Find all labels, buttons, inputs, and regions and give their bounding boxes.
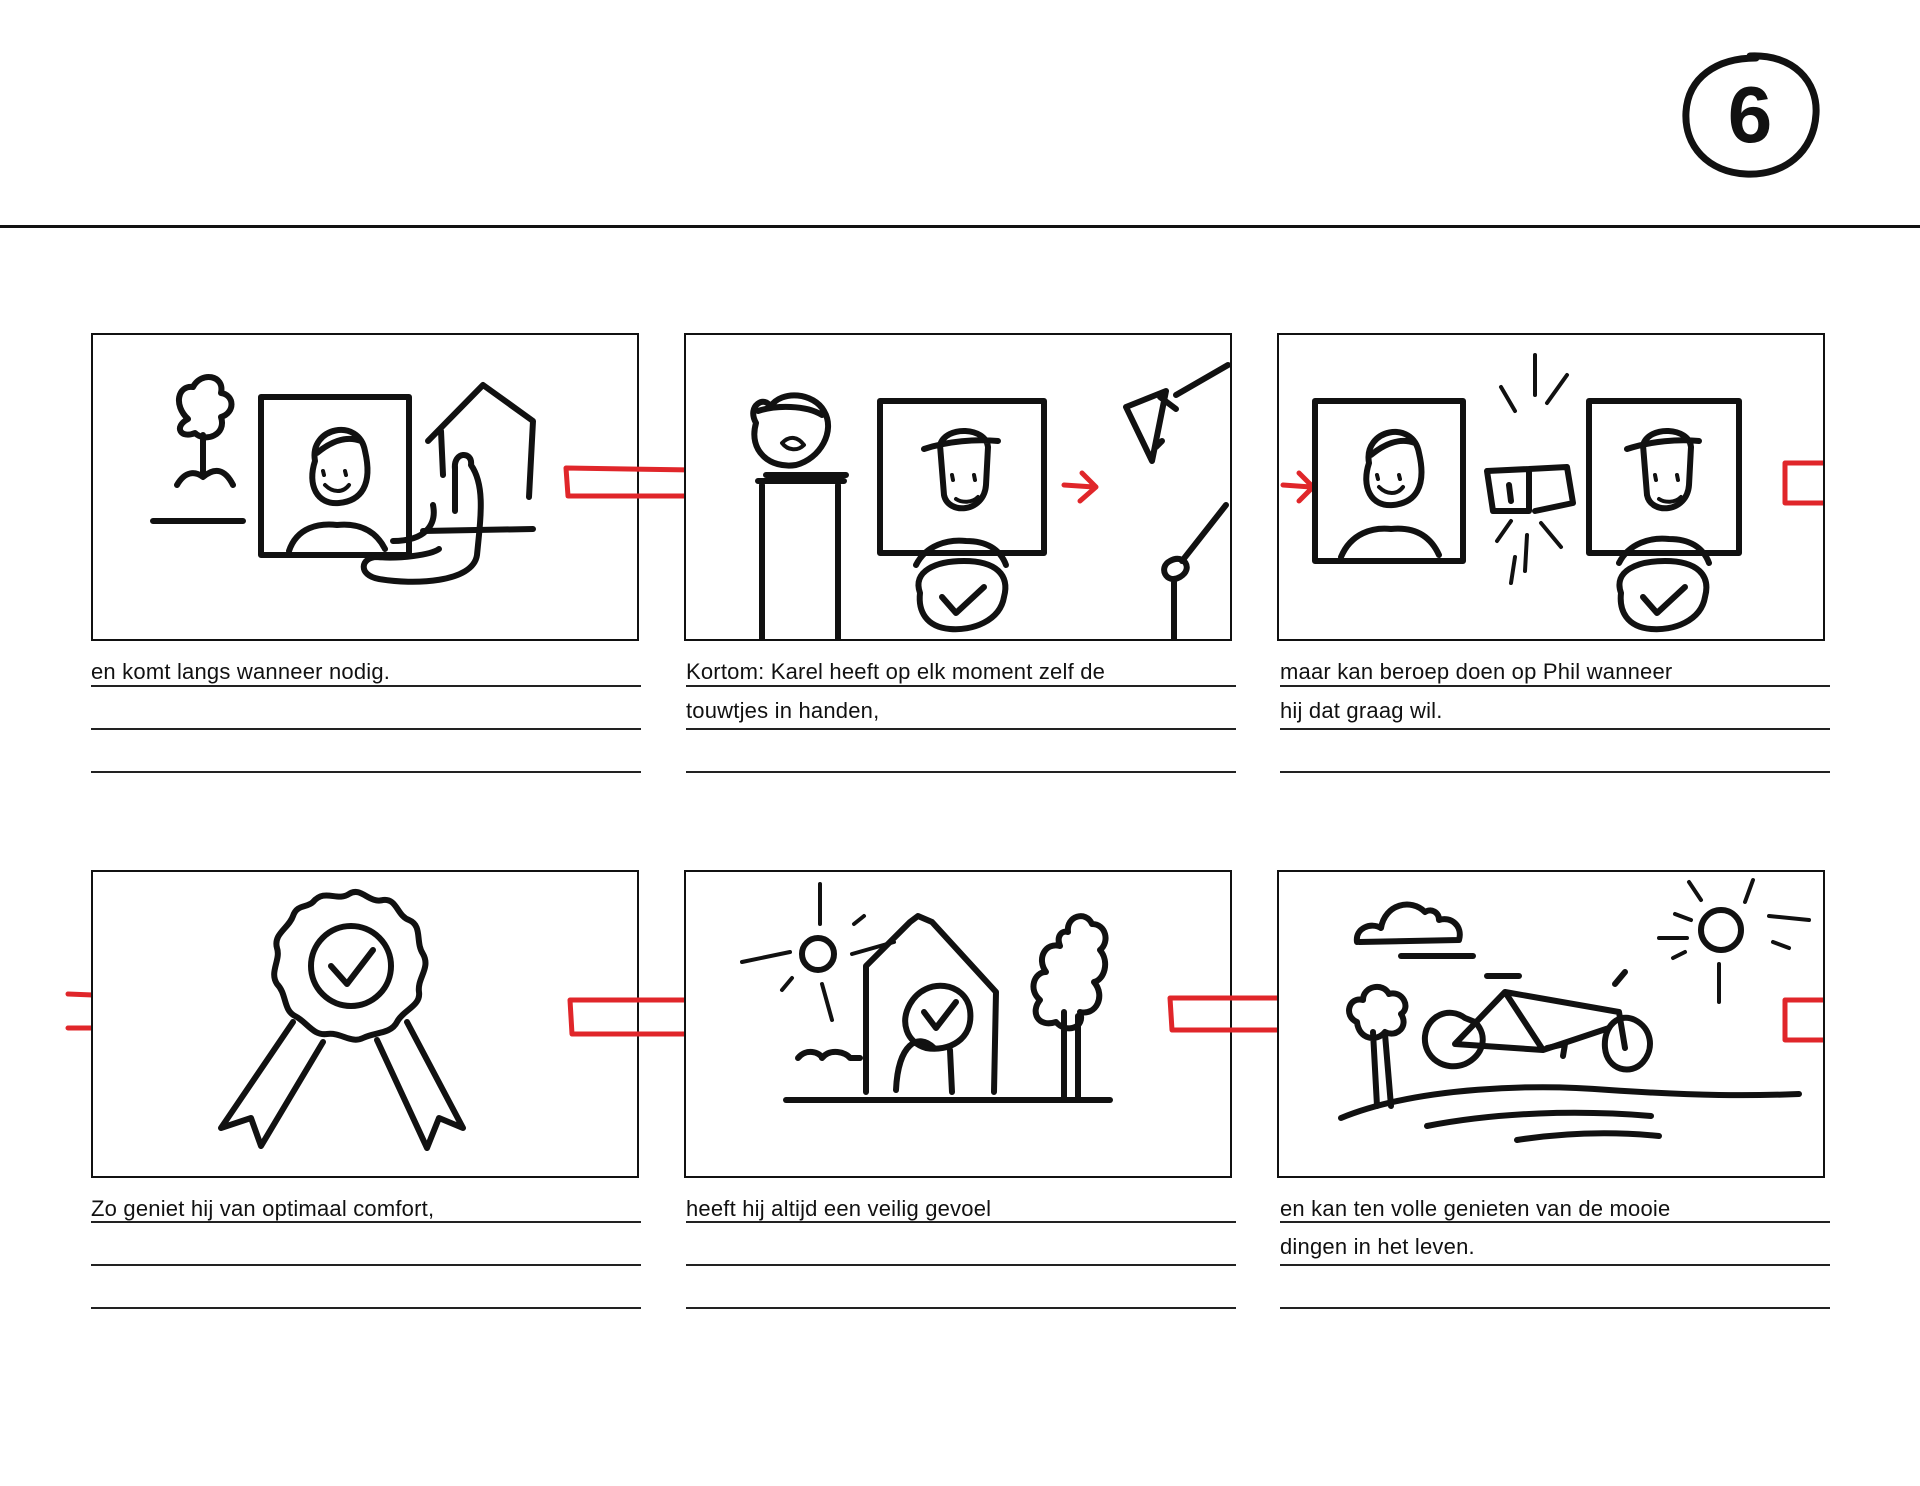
storyboard-frame-4	[91, 870, 639, 1178]
header-divider	[0, 225, 1920, 228]
award-ribbon-icon	[218, 889, 466, 1151]
sun-icon	[1657, 878, 1811, 1004]
page-number-badge: 6	[1676, 48, 1824, 182]
checkmark-icon	[1616, 558, 1710, 633]
caption-rule	[1280, 728, 1830, 730]
screen-icon	[1586, 398, 1742, 556]
caption-rule	[91, 1307, 641, 1309]
caption-2-line-2: touwtjes in handen,	[686, 698, 880, 723]
house-icon	[425, 382, 536, 500]
storyboard-frame-2	[684, 333, 1232, 641]
caption-rule	[1280, 1307, 1830, 1309]
circle-icon	[1682, 52, 1820, 178]
screen-icon	[1312, 398, 1466, 564]
caption-rule	[1280, 1221, 1830, 1223]
tree-icon	[1346, 983, 1409, 1109]
caption-4-line-1: Zo geniet hij van optimaal comfort,	[91, 1196, 435, 1221]
caption-rule	[1280, 771, 1830, 773]
storyboard-frame-6	[1277, 870, 1825, 1178]
fist-bump-icon	[1484, 464, 1576, 514]
cloud-icon	[1353, 901, 1463, 945]
page-number: 6	[1727, 70, 1773, 159]
caption-rule	[91, 771, 641, 773]
caption-3-line-2: hij dat graag wil.	[1280, 698, 1443, 723]
tree-icon	[174, 374, 236, 488]
checkmark-icon	[921, 999, 959, 1031]
screen-icon	[877, 398, 1047, 556]
lamp-icon	[1123, 362, 1230, 464]
caption-rule	[686, 771, 1236, 773]
caption-rule	[1280, 1264, 1830, 1266]
checkmark-icon	[915, 558, 1009, 633]
caption-3-line-1: maar kan beroep doen op Phil wanneer	[1280, 659, 1673, 684]
caption-rule	[91, 1264, 641, 1266]
caption-rule	[91, 728, 641, 730]
bicycle-icon	[1421, 969, 1653, 1073]
storyboard-frame-5	[684, 870, 1232, 1178]
caption-rule	[686, 685, 1236, 687]
house-icon	[863, 913, 999, 1095]
caption-6-line-2: dingen in het leven.	[1280, 1234, 1475, 1259]
tree-icon	[1030, 913, 1109, 1101]
storyboard-frame-1	[91, 333, 639, 641]
caption-rule	[686, 1264, 1236, 1266]
caption-rule	[686, 1307, 1236, 1309]
sun-icon	[740, 882, 896, 1022]
caption-rule	[1280, 685, 1830, 687]
caption-rule	[686, 1221, 1236, 1223]
caption-rule	[686, 728, 1236, 730]
caption-6-line-1: en kan ten volle genieten van de mooie	[1280, 1196, 1671, 1221]
storyboard-frame-3	[1277, 333, 1825, 641]
screen-icon	[258, 394, 412, 558]
caption-1-line-1: en komt langs wanneer nodig.	[91, 659, 391, 684]
caption-2-line-1: Kortom: Karel heeft op elk moment zelf d…	[686, 659, 1106, 684]
caption-rule	[91, 1221, 641, 1223]
caption-rule	[91, 685, 641, 687]
caption-5-line-1: heeft hij altijd een veilig gevoel	[686, 1196, 992, 1221]
